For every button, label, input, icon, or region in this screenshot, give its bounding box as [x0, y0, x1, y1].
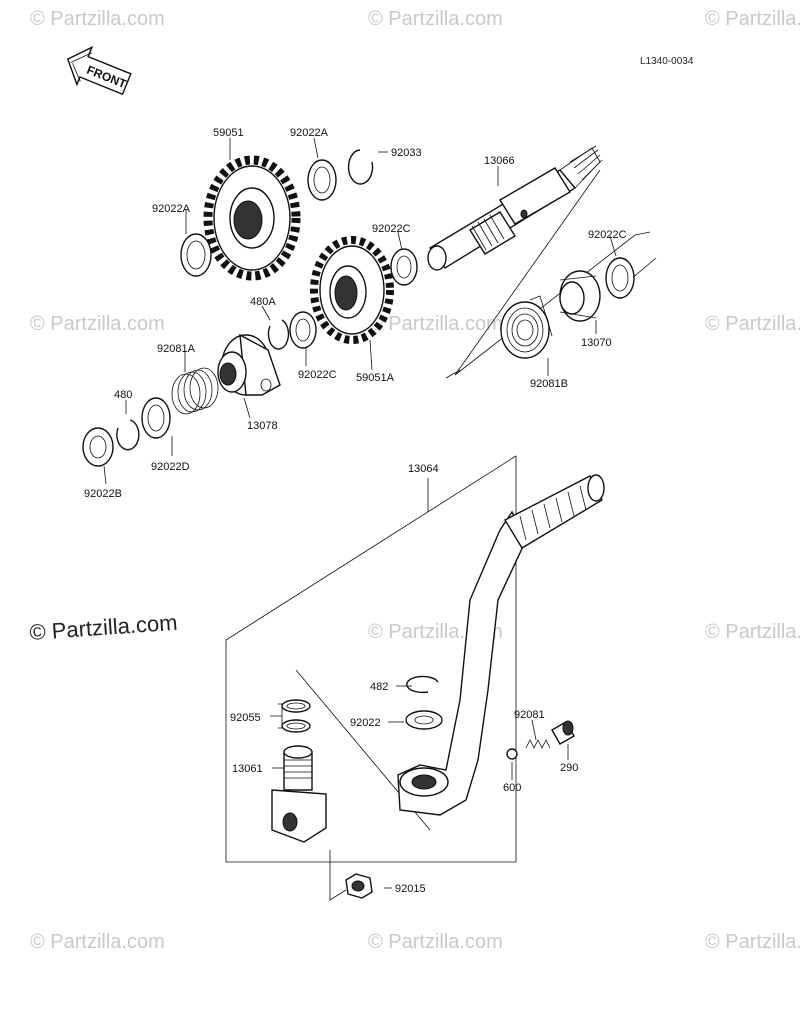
part-labels-bottom: 482 92022 92081 92055 13061 290 600 9201…: [230, 681, 578, 895]
circlip-480: [116, 419, 140, 451]
kick-lever-13064: [397, 474, 605, 816]
svg-text:480: 480: [114, 389, 132, 401]
watermark-main: © Partzilla.com: [29, 610, 179, 645]
svg-text:92081: 92081: [514, 709, 545, 721]
svg-text:92081A: 92081A: [157, 343, 196, 355]
shaft-13066: [427, 145, 603, 271]
watermark-2: © Partzilla.com: [368, 8, 503, 30]
svg-text:92022D: 92022D: [151, 461, 190, 473]
svg-text:13061: 13061: [232, 763, 263, 775]
svg-text:59051A: 59051A: [356, 372, 395, 384]
front-arrow-icon: FRONT: [66, 45, 132, 96]
svg-text:480A: 480A: [250, 296, 276, 308]
watermarks: © Partzilla.com © Partzilla.com © Partzi…: [30, 8, 800, 953]
watermark-3: © Partzilla.com: [705, 8, 800, 30]
watermark-6: © Partzilla.com: [705, 313, 800, 335]
washer-92022D: [141, 397, 171, 439]
washer-92022B: [82, 427, 114, 467]
washer-92022A-left: [180, 233, 212, 277]
circlip-482: [406, 675, 439, 694]
washer-92022A-top: [307, 159, 337, 201]
watermark-11: © Partzilla.com: [705, 931, 800, 953]
kick-assembly-frame: [225, 455, 517, 863]
leader-lines-bottom: [270, 685, 569, 901]
oring-92055-b: [281, 719, 311, 733]
svg-text:92022A: 92022A: [152, 203, 191, 215]
ratchet-13078: [217, 333, 281, 396]
svg-text:290: 290: [560, 762, 578, 774]
svg-text:92081B: 92081B: [530, 378, 568, 390]
washer-92022C-low: [289, 311, 317, 349]
watermark-8: © Partzilla.com: [705, 621, 800, 643]
watermark-4: © Partzilla.com: [30, 313, 165, 335]
watermark-10: © Partzilla.com: [368, 931, 503, 953]
svg-text:92033: 92033: [391, 147, 422, 159]
svg-text:59051: 59051: [213, 127, 244, 139]
plug-290: [551, 720, 575, 745]
washer-92022: [405, 710, 443, 730]
oring-92055-a: [281, 699, 311, 713]
kick-shaft-13061: [271, 745, 327, 843]
spring-92081: [525, 739, 551, 749]
washer-92022C-mid: [390, 248, 418, 286]
svg-text:13078: 13078: [247, 420, 278, 432]
svg-text:482: 482: [370, 681, 388, 693]
ball-600: [506, 748, 518, 760]
svg-text:92015: 92015: [395, 883, 426, 895]
svg-text:92022C: 92022C: [298, 369, 337, 381]
diagram-code: L1340-0034: [640, 56, 694, 67]
svg-text:92022: 92022: [350, 717, 381, 729]
guide-13070: [559, 270, 601, 322]
svg-text:92055: 92055: [230, 712, 261, 724]
washer-92022C-right: [605, 257, 635, 299]
circlip-480A: [267, 319, 290, 350]
watermark-1: © Partzilla.com: [30, 8, 165, 30]
svg-text:92022C: 92022C: [588, 229, 627, 241]
part-labels-top: 59051 92022A 92033 13066 92022A 92022C 9…: [84, 127, 627, 500]
svg-text:92022C: 92022C: [372, 223, 411, 235]
spring-92081A: [171, 367, 219, 415]
svg-text:13070: 13070: [581, 337, 612, 349]
svg-text:92022A: 92022A: [290, 127, 329, 139]
gear-59051A: [310, 236, 394, 344]
gear-59051: [203, 155, 301, 281]
svg-text:92022B: 92022B: [84, 488, 122, 500]
svg-text:600: 600: [503, 782, 521, 794]
leader-lines-top: [103, 137, 617, 485]
circlip-92033: [347, 149, 374, 185]
nut-92015: [345, 873, 373, 899]
watermark-5: © Partzilla.com: [368, 313, 503, 335]
svg-text:13066: 13066: [484, 155, 515, 167]
label-13064: 13064: [408, 463, 439, 475]
spring-92081B: [500, 295, 553, 359]
watermark-9: © Partzilla.com: [30, 931, 165, 953]
